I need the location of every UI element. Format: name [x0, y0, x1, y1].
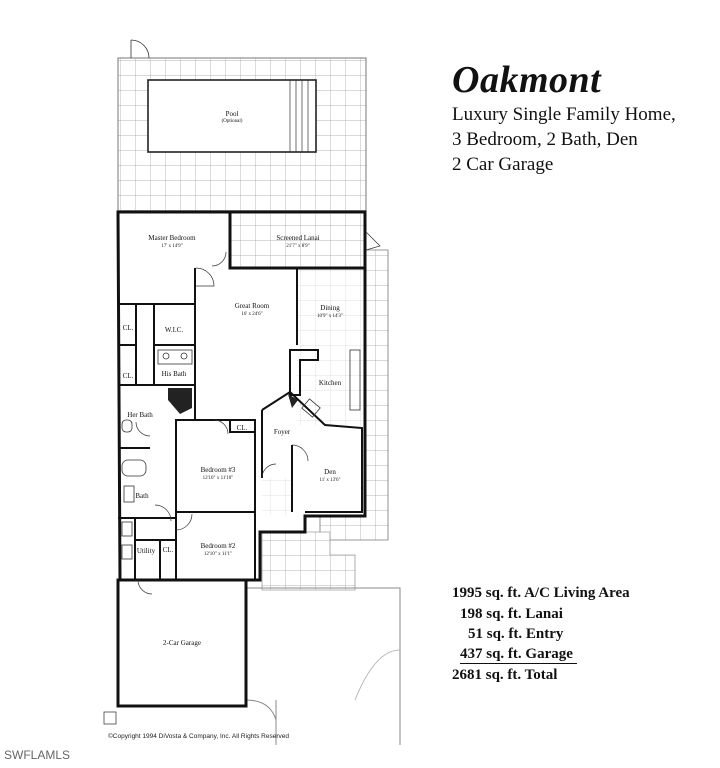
great-room-dim: 16' x 24'6"	[241, 312, 262, 317]
fixtures	[121, 349, 361, 560]
area-row: 1995 sq. ft. A/C Living Area	[452, 585, 630, 602]
pool-label: Pool	[226, 110, 239, 118]
kitchen-floor	[297, 268, 365, 426]
driveway-curve	[245, 699, 277, 721]
area-row: 51 sq. ft. Entry	[468, 626, 563, 643]
her-bath-label: Her Bath	[127, 411, 153, 419]
walk-curve	[354, 649, 401, 701]
screened-lanai-dim: 21'7" x 8'9"	[286, 244, 309, 249]
area-sqft: 437	[460, 646, 483, 662]
bedroom2-dim: 12'10" x 11'1"	[204, 552, 232, 557]
total-label: sq. ft. Total	[485, 667, 558, 683]
area-label: sq. ft. A/C Living Area	[485, 585, 630, 601]
area-sqft: 1995	[452, 585, 482, 601]
pool	[147, 79, 317, 153]
area-sqft: 198	[460, 606, 483, 622]
dining-dim: 10'9" x 14'3"	[317, 314, 343, 319]
area-label: sq. ft. Lanai	[486, 606, 563, 622]
shower-block	[168, 388, 192, 414]
closet-label-1: CL.	[123, 324, 134, 332]
closet-label-2: CL.	[123, 372, 134, 380]
pool-steps	[289, 80, 309, 152]
foyer-label: Foyer	[274, 428, 291, 436]
his-bath-label: His Bath	[162, 370, 187, 378]
great-room-label: Great Room	[235, 302, 270, 310]
description-line-2: 3 Bedroom, 2 Bath, Den	[452, 129, 638, 150]
total-row: 2681 sq. ft. Total	[452, 667, 557, 684]
total-sqft: 2681	[452, 667, 482, 683]
master-bedroom-label: Master Bedroom	[148, 234, 196, 242]
interior-walls	[118, 268, 363, 580]
wic-label: W.I.C.	[165, 326, 183, 334]
bedroom3-label: Bedroom #3	[201, 466, 236, 474]
den-label: Den	[324, 468, 336, 476]
model-name: Oakmont	[452, 59, 602, 101]
utility-label: Utility	[137, 547, 156, 555]
kitchen-label: Kitchen	[319, 379, 342, 387]
screened-lanai-label: Screened Lanai	[276, 234, 319, 242]
description-line-3: 2 Car Garage	[452, 154, 554, 175]
watermark: SWFLAMLS	[4, 748, 71, 762]
driveway	[247, 587, 401, 745]
front-walk	[261, 531, 356, 591]
closet-label-4: CL.	[163, 546, 174, 554]
area-label: sq. ft. Garage	[486, 646, 573, 662]
ac-unit	[103, 711, 117, 725]
pool-note: (Optional)	[222, 119, 243, 124]
screened-lanai-floor	[230, 214, 365, 267]
area-row: 198 sq. ft. Lanai	[460, 606, 563, 623]
dining-label: Dining	[320, 304, 340, 312]
copyright-notice: ©Copyright 1994 DiVosta & Company, Inc. …	[108, 733, 289, 740]
bath-label: Bath	[135, 492, 149, 500]
area-label: sq. ft. Entry	[486, 626, 564, 642]
area-row: 437 sq. ft. Garage	[460, 646, 577, 664]
master-bedroom-dim: 17' x 14'9"	[161, 244, 182, 249]
gate-arc	[130, 39, 150, 59]
den-dim: 11' x 13'6"	[319, 478, 340, 483]
garage-label: 2-Car Garage	[163, 639, 201, 647]
foyer-column	[288, 394, 298, 408]
entry-walk	[262, 478, 292, 515]
description-line-1: Luxury Single Family Home,	[452, 104, 676, 125]
bedroom3-dim: 12'10" x 11'10"	[203, 476, 234, 481]
closet-label-3: CL.	[237, 424, 248, 432]
garage-walls	[116, 578, 248, 708]
area-sqft: 51	[468, 626, 483, 642]
door-swings	[135, 231, 381, 595]
bedroom2-label: Bedroom #2	[201, 542, 236, 550]
